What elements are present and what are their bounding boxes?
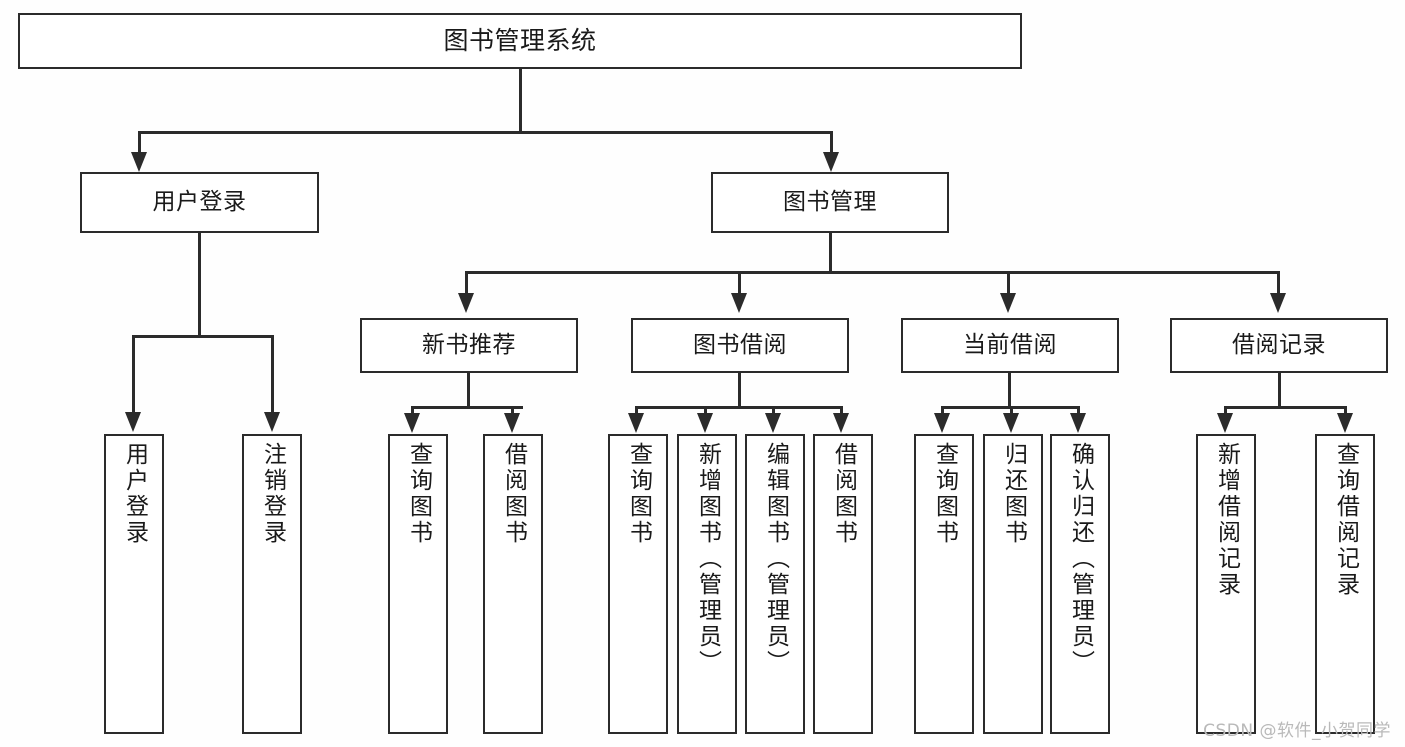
arrow-root-to-user-login [131,152,147,172]
node-label: 当前借阅 [963,332,1057,359]
connector-user-login-child-2 [271,335,274,417]
leaf-new-book-borrow[interactable]: 借阅图书 [483,434,543,734]
leaf-book-borrow-edit[interactable]: 编辑图书（管理员） [745,434,805,734]
connector-root-to-book-manage [830,131,833,159]
connector-nbr-child-1 [411,406,414,418]
connector-nbr-stem [467,373,470,408]
connector-bm-child-2 [738,271,741,299]
node-label: 新增借阅记录 [1213,442,1240,598]
node-label: 借阅图书 [830,442,857,546]
connector-user-login-stem [198,233,201,337]
arrow-cb-child-3 [1070,413,1086,433]
arrow-cb-child-1 [934,413,950,433]
connector-bm-child-1 [465,271,468,299]
connector-book-management-bar [465,271,1279,274]
arrow-nbr-child-1 [404,413,420,433]
connector-root-to-user-login [138,131,141,159]
connector-bb-child-2 [704,406,707,418]
node-new-book-recommend[interactable]: 新书推荐 [360,318,578,373]
node-user-login[interactable]: 用户登录 [80,172,319,233]
arrow-bm-child-1 [458,293,474,313]
node-current-borrow[interactable]: 当前借阅 [901,318,1119,373]
node-label: 注销登录 [259,442,286,546]
node-label: 借阅图书 [500,442,527,546]
node-label: 用户登录 [152,189,247,216]
arrow-bm-child-2 [731,293,747,313]
connector-br-bar [1224,406,1346,409]
node-label: 新增图书（管理员） [694,442,721,676]
connector-bb-stem [738,373,741,408]
leaf-book-borrow-query[interactable]: 查询图书 [608,434,668,734]
connector-bm-child-4 [1277,271,1280,299]
arrow-root-to-book-manage [823,152,839,172]
arrow-user-login-child-2 [264,412,280,432]
connector-cb-child-2 [1010,406,1013,418]
connector-root-bar [138,131,832,134]
leaf-current-borrow-return[interactable]: 归还图书 [983,434,1043,734]
leaf-borrow-record-add[interactable]: 新增借阅记录 [1196,434,1256,734]
connector-cb-child-1 [941,406,944,418]
arrow-nbr-child-2 [504,413,520,433]
node-label: 图书借阅 [693,332,787,359]
node-label: 借阅记录 [1232,332,1326,359]
connector-nbr-child-2 [511,406,514,418]
node-label: 归还图书 [1000,442,1027,546]
connector-book-management-stem [829,233,832,273]
connector-user-login-child-1 [132,335,135,417]
leaf-book-borrow-add[interactable]: 新增图书（管理员） [677,434,737,734]
node-label: 新书推荐 [422,332,516,359]
connector-bb-bar [635,406,842,409]
connector-br-child-2 [1344,406,1347,418]
arrow-bb-child-2 [697,413,713,433]
node-book-borrow[interactable]: 图书借阅 [631,318,849,373]
node-book-management[interactable]: 图书管理 [711,172,949,233]
connector-cb-child-3 [1077,406,1080,418]
leaf-borrow-record-query[interactable]: 查询借阅记录 [1315,434,1375,734]
leaf-book-borrow-borrow[interactable]: 借阅图书 [813,434,873,734]
node-borrow-record[interactable]: 借阅记录 [1170,318,1388,373]
arrow-bm-child-4 [1270,293,1286,313]
leaf-user-login-login[interactable]: 用户登录 [104,434,164,734]
node-label: 查询图书 [625,442,652,546]
arrow-cb-child-2 [1003,413,1019,433]
node-label: 图书管理 [783,189,877,216]
leaf-current-borrow-confirm[interactable]: 确认归还（管理员） [1050,434,1110,734]
connector-bb-child-4 [840,406,843,418]
connector-root-stem [519,69,522,131]
arrow-bb-child-4 [833,413,849,433]
connector-cb-stem [1008,373,1011,408]
leaf-current-borrow-query[interactable]: 查询图书 [914,434,974,734]
connector-br-stem [1278,373,1281,408]
arrow-br-child-1 [1217,413,1233,433]
arrow-bb-child-3 [765,413,781,433]
node-label: 确认归还（管理员） [1067,442,1094,676]
connector-nbr-bar [411,406,523,409]
node-label: 查询图书 [931,442,958,546]
arrow-br-child-2 [1337,413,1353,433]
connector-br-child-1 [1224,406,1227,418]
node-label: 用户登录 [121,442,148,546]
connector-bb-child-3 [772,406,775,418]
node-label: 查询借阅记录 [1332,442,1359,598]
node-label: 图书管理系统 [443,25,597,55]
leaf-new-book-query[interactable]: 查询图书 [388,434,448,734]
node-label: 查询图书 [405,442,432,546]
leaf-user-login-logout[interactable]: 注销登录 [242,434,302,734]
node-label: 编辑图书（管理员） [762,442,789,676]
connector-bb-child-1 [635,406,638,418]
arrow-bm-child-3 [1000,293,1016,313]
arrow-bb-child-1 [628,413,644,433]
node-root-system[interactable]: 图书管理系统 [18,13,1022,69]
connector-user-login-bar [132,335,274,338]
connector-bm-child-3 [1007,271,1010,299]
arrow-user-login-child-1 [125,412,141,432]
